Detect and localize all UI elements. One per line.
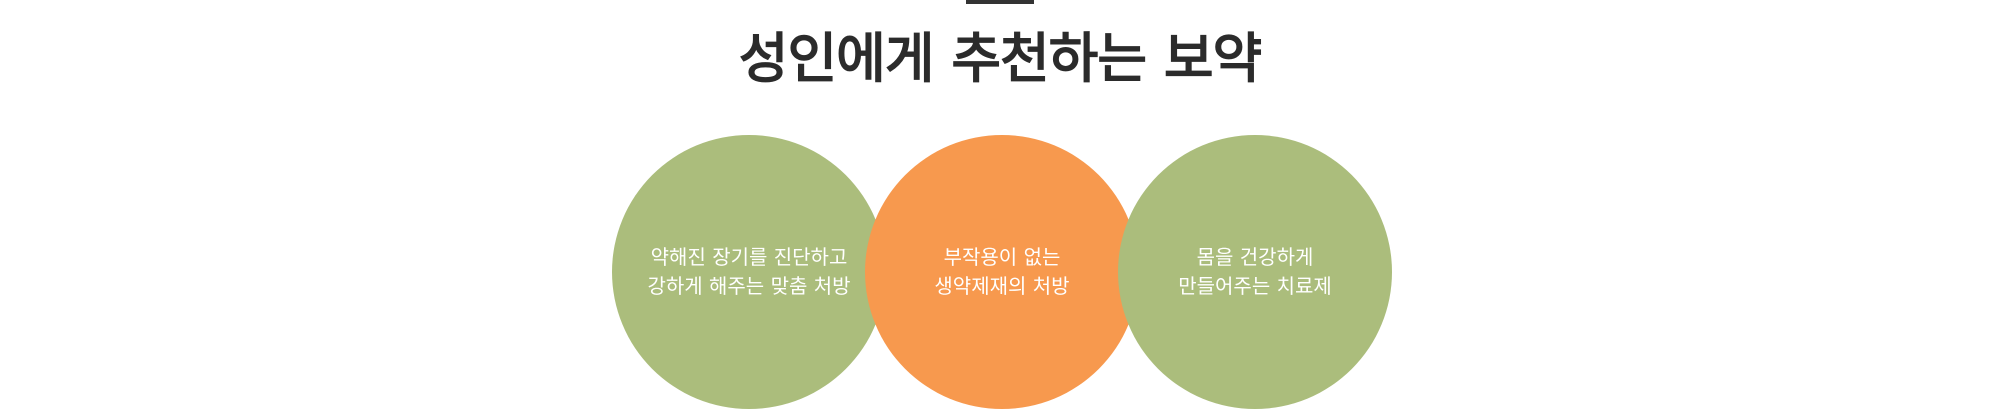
- feature-circle-healthy-body: 몸을 건강하게 만들어주는 치료제: [1118, 135, 1392, 409]
- circle-text-line-1: 약해진 장기를 진단하고: [650, 245, 848, 269]
- circle-text-line-2: 만들어주는 치료제: [1178, 274, 1332, 298]
- section-title: 성인에게 추천하는 보약: [738, 27, 1262, 90]
- circle-text-line-2: 강하게 해주는 맞춤 처방: [647, 274, 851, 298]
- feature-circle-no-side-effects: 부작용이 없는 생약제재의 처방: [865, 135, 1139, 409]
- circle-text-line-1: 부작용이 없는: [943, 245, 1061, 269]
- circle-text-line-2: 생약제재의 처방: [934, 274, 1070, 298]
- feature-circle-custom-prescription: 약해진 장기를 진단하고 강하게 해주는 맞춤 처방: [612, 135, 886, 409]
- circle-text-line-1: 몸을 건강하게: [1196, 245, 1314, 269]
- title-top-rule: [966, 0, 1034, 4]
